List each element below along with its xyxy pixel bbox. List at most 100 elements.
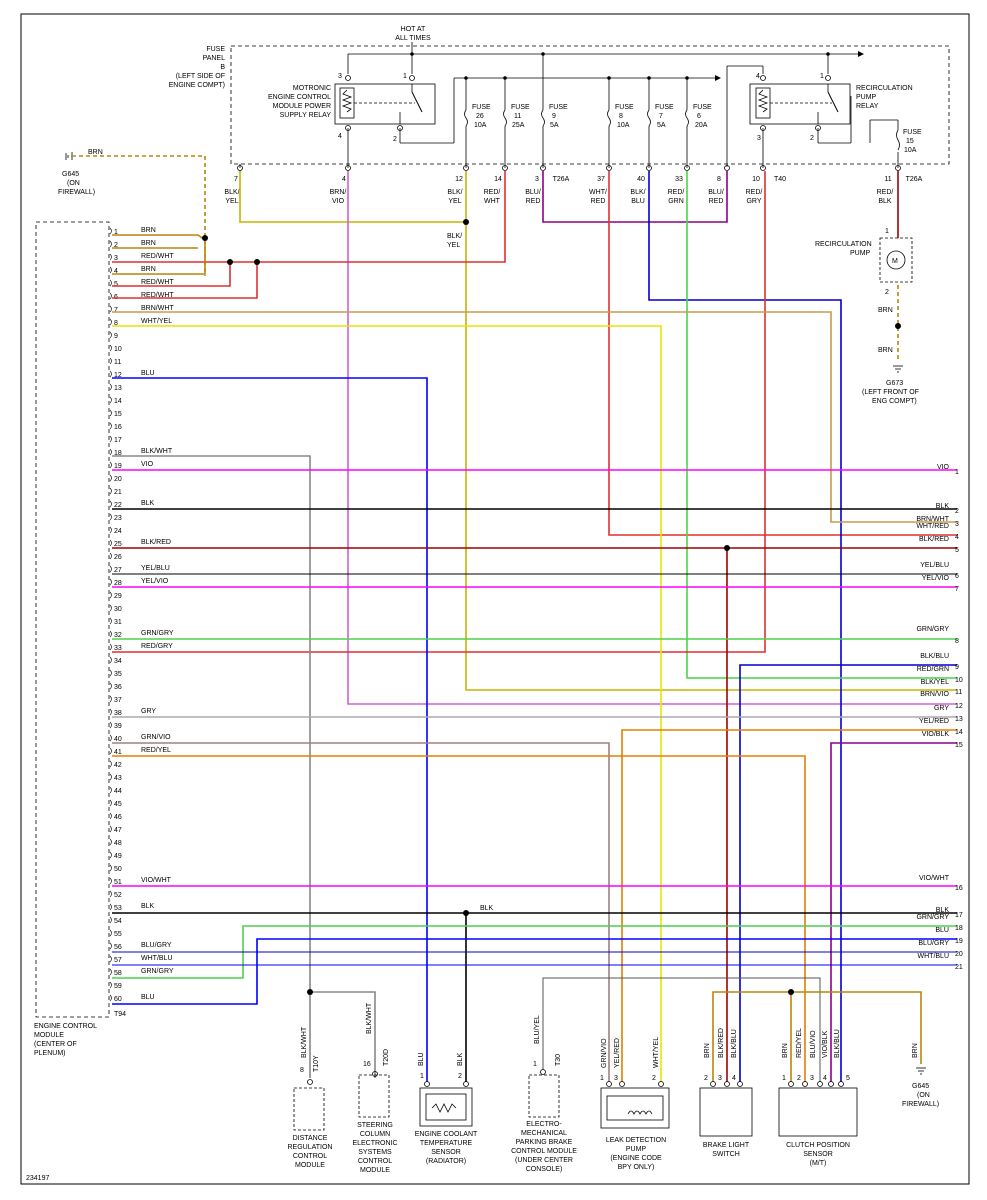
right-ref-wire-color: BLU (935, 927, 949, 934)
svg-text:PUMP: PUMP (626, 1146, 647, 1153)
svg-text:7: 7 (659, 113, 663, 120)
ecm-pin-terminal (109, 253, 112, 261)
ecm-pin-number: 9 (114, 333, 118, 340)
clutch-position-sensor: 1 2 3 4 5 BRN RED/YEL BLU/VIO VIO/BLK BL… (778, 1028, 858, 1167)
ecm-pin-number: 51 (114, 879, 122, 886)
hot-at-all-times-label: HOT AT ALL TIMES (395, 26, 431, 42)
svg-text:ENGINE COMPT): ENGINE COMPT) (169, 82, 225, 89)
wire-red-grn (686, 171, 957, 679)
svg-text:GRN: GRN (668, 198, 684, 205)
svg-text:BRN: BRN (88, 149, 103, 156)
ecm-pin-terminal (109, 994, 112, 1002)
ecm-pin-wire-color: BLK (141, 500, 155, 507)
fuse-panel-box (230, 45, 950, 165)
recirculation-pump-relay: 4 1 3 2 RECIRCULATION PUMP RELAY (749, 73, 913, 142)
ecm-pin-number: 3 (114, 255, 118, 262)
svg-text:G645: G645 (912, 1083, 929, 1090)
right-ref-number: 4 (955, 534, 959, 541)
ecm-pin-terminal (109, 838, 112, 846)
right-ref-number: 3 (955, 521, 959, 528)
svg-text:1: 1 (600, 1075, 604, 1082)
svg-text:3: 3 (757, 135, 761, 142)
fuse-symbols (464, 109, 900, 168)
ecm-pin-terminal (109, 279, 112, 287)
svg-text:BLK: BLK (878, 198, 892, 205)
right-ref-number: 9 (955, 664, 959, 671)
svg-text:REGULATION: REGULATION (288, 1144, 333, 1151)
ecm-pin-number: 18 (114, 450, 122, 457)
svg-text:RECIRCULATION: RECIRCULATION (815, 241, 872, 248)
svg-text:FUSE: FUSE (655, 104, 674, 111)
solenoid-icon (627, 1110, 653, 1115)
svg-text:T40: T40 (774, 176, 786, 183)
ecm-pin-number: 32 (114, 632, 122, 639)
ecm-pin-number: 53 (114, 905, 122, 912)
svg-text:CONSOLE): CONSOLE) (526, 1166, 563, 1173)
svg-text:GRN/VIO: GRN/VIO (601, 1038, 608, 1068)
ecm-pin-terminal (109, 227, 112, 235)
svg-text:GRY: GRY (746, 198, 761, 205)
svg-text:T10Y: T10Y (313, 1055, 320, 1072)
ecm-pin-number: 42 (114, 762, 122, 769)
ecm-pin-terminal (109, 877, 112, 885)
wire-brn-vio (347, 171, 957, 705)
ecm-pin-terminal (109, 552, 112, 560)
ecm-pin-terminal (109, 305, 112, 313)
svg-text:14: 14 (494, 176, 502, 183)
ecm-pin-number: 10 (114, 346, 122, 353)
svg-text:FUSE: FUSE (511, 104, 530, 111)
svg-text:BRN: BRN (912, 1043, 919, 1058)
svg-text:4: 4 (732, 1075, 736, 1082)
ecm-pin-number: 5 (114, 281, 118, 288)
ecm-pin-number: 45 (114, 801, 122, 808)
ecm-pin-number: 52 (114, 892, 122, 899)
ecm-pin-terminal (109, 448, 112, 456)
fuse-8-icon (607, 109, 611, 127)
svg-text:25A: 25A (512, 122, 525, 129)
right-ref-wire-color: WHT/BLU (918, 953, 950, 960)
svg-text:WHT/: WHT/ (589, 189, 607, 196)
svg-text:BRN/: BRN/ (330, 189, 347, 196)
ecm-pin-wire-color: BLU/GRY (141, 942, 172, 949)
ecm-pin-number: 2 (114, 242, 118, 249)
bus-splice-dots (410, 52, 830, 80)
wire-blu-12 (112, 377, 428, 1082)
ecm-pin-terminal (109, 630, 112, 638)
svg-text:SYSTEMS: SYSTEMS (358, 1149, 392, 1156)
svg-text:8: 8 (300, 1067, 304, 1074)
ecm-pin-number: 20 (114, 476, 122, 483)
ecm-pin-terminal (109, 955, 112, 963)
ecm-pin-terminal (109, 292, 112, 300)
ecm-pin-number: 58 (114, 970, 122, 977)
svg-text:MECHANICAL: MECHANICAL (521, 1130, 567, 1137)
fuse-7-icon (647, 109, 651, 127)
diagram-id: 234197 (26, 1175, 49, 1182)
svg-text:2: 2 (797, 1075, 801, 1082)
svg-text:RED: RED (591, 198, 606, 205)
svg-text:BLU: BLU (418, 1052, 425, 1066)
right-ref-number: 1 (955, 469, 959, 476)
svg-text:20A: 20A (695, 122, 708, 129)
svg-text:PARKING BRAKE: PARKING BRAKE (516, 1139, 573, 1146)
fuse-9-icon (541, 109, 545, 127)
svg-text:BLU/VIO: BLU/VIO (810, 1030, 817, 1058)
svg-text:FUSE: FUSE (693, 104, 712, 111)
svg-text:RED/: RED/ (877, 189, 894, 196)
right-ref-number: 7 (955, 586, 959, 593)
svg-text:RED: RED (709, 198, 724, 205)
svg-text:12: 12 (455, 176, 463, 183)
ecm-pin-number: 1 (114, 229, 118, 236)
svg-text:10A: 10A (474, 122, 487, 129)
svg-text:SUPPLY RELAY: SUPPLY RELAY (280, 112, 332, 119)
ecm-pin-number: 31 (114, 619, 122, 626)
ecm-box (35, 221, 110, 1018)
ecm-pin-number: 41 (114, 749, 122, 756)
svg-text:G645: G645 (62, 171, 79, 178)
svg-text:2: 2 (810, 135, 814, 142)
fuse-6-icon (685, 109, 689, 127)
ecm-pin-terminal (109, 344, 112, 352)
ecm-pin-terminal (109, 669, 112, 677)
ecm-pin-number: 16 (114, 424, 122, 431)
